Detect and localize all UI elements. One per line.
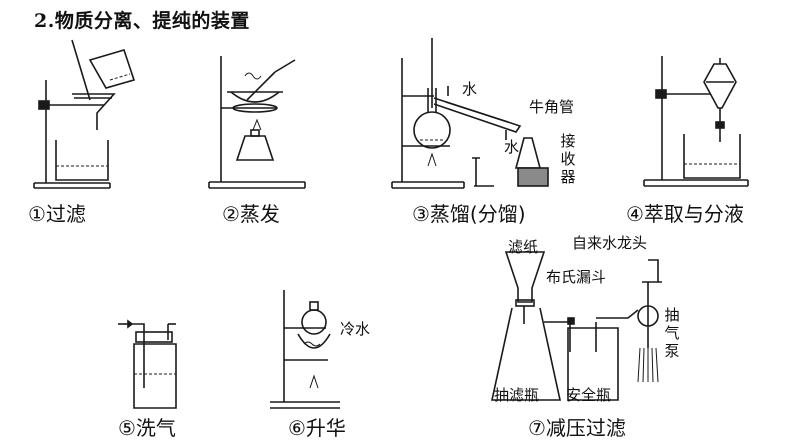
gas-washing-apparatus xyxy=(118,319,177,409)
page-title: 2.物质分离、提纯的装置 xyxy=(34,10,250,32)
label-water-out: 水 xyxy=(504,138,520,156)
caption-sublimation: ⑥升华 xyxy=(288,416,346,440)
label-aspirator: 抽气泵 xyxy=(664,306,680,360)
label-receiver: 接收器 xyxy=(560,132,576,186)
caption-evaporation: ②蒸发 xyxy=(222,202,280,226)
vacuum-filtration-apparatus xyxy=(491,251,662,401)
label-tap: 自来水龙头 xyxy=(572,234,648,252)
label-suction-flask: 抽滤瓶 xyxy=(494,386,540,404)
label-buchner-funnel: 布氏漏斗 xyxy=(546,268,607,286)
evaporation-apparatus xyxy=(208,56,306,189)
sublimation-apparatus xyxy=(270,290,340,409)
caption-gas-washing: ⑤洗气 xyxy=(118,416,176,440)
label-safety-bottle: 安全瓶 xyxy=(566,386,612,404)
caption-extraction: ④萃取与分液 xyxy=(626,202,744,226)
extraction-apparatus xyxy=(643,56,749,187)
label-water-in: 水 xyxy=(462,80,478,98)
filtration-apparatus xyxy=(33,39,136,189)
caption-vacuum-filtration: ⑦减压过滤 xyxy=(528,416,626,440)
label-adapter: 牛角管 xyxy=(529,98,575,116)
caption-distillation: ③蒸馏(分馏) xyxy=(412,202,526,226)
caption-filtration: ①过滤 xyxy=(28,202,86,226)
label-cold-water: 冷水 xyxy=(340,320,371,338)
distillation-apparatus xyxy=(391,38,549,189)
label-filter-paper: 滤纸 xyxy=(508,238,539,256)
